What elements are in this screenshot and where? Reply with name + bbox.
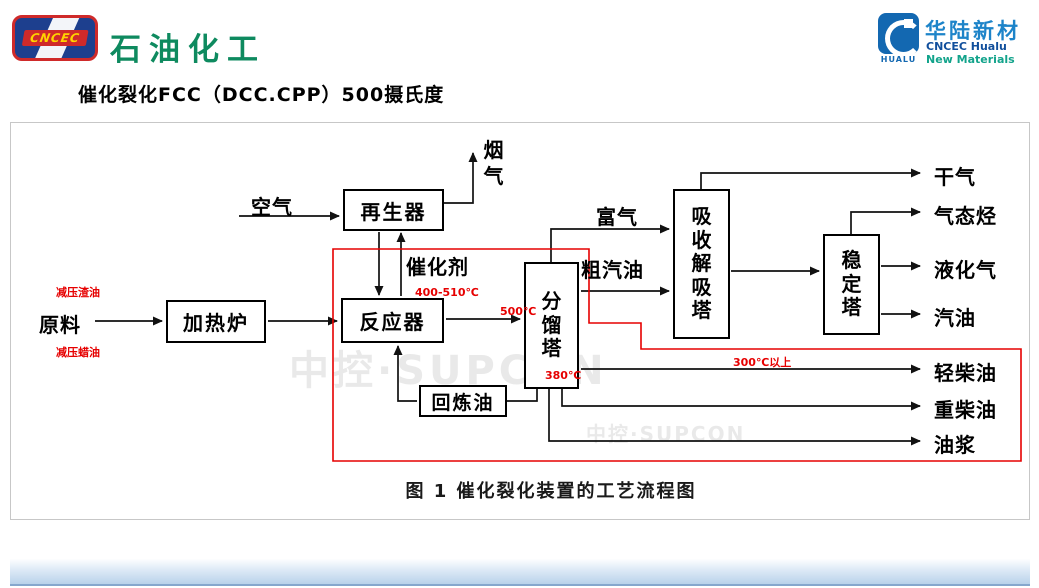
flue-gas-label: 烟气	[483, 138, 504, 188]
crude-gasoline-label: 粗汽油	[581, 258, 644, 282]
hualu-icon-caption: HUALU	[880, 55, 917, 64]
line-gaseous-hydrocarbon	[850, 207, 921, 234]
absorber-desorber-box: 吸收解吸塔	[673, 189, 730, 339]
recycle-oil-box: 回炼油	[419, 385, 507, 417]
reactor-box: 反应器	[341, 298, 444, 343]
stabilizer-box: 稳定塔	[823, 234, 880, 335]
reactor-label: 反应器	[359, 310, 426, 334]
regenerator-label: 再生器	[360, 199, 427, 224]
diagram-panel: 中控·SUPCON 中控·SUPCON	[10, 122, 1030, 520]
line-flue-gas	[444, 152, 478, 204]
frac-bottom-temp-note: 380℃	[545, 369, 582, 382]
watermark-supcon-small: 中控·SUPCON	[586, 422, 746, 446]
stabilizer-label: 稳定塔	[841, 248, 862, 320]
rich-gas-label: 富气	[596, 205, 638, 229]
line-rich-gas	[550, 224, 670, 262]
line-fractionator-to-recycle	[507, 389, 538, 402]
light-diesel-label: 轻柴油	[934, 361, 997, 385]
line-oil-slurry	[548, 389, 921, 446]
vacuum-residue-note: 减压渣油	[56, 286, 100, 299]
reactor-temp-note: 400-510℃	[415, 286, 479, 299]
catalyst-label: 催化剂	[406, 255, 469, 279]
hualu-brand-sub: New Materials	[926, 53, 1015, 66]
recycle-oil-label: 回炼油	[431, 391, 495, 414]
hualu-logo-icon	[878, 13, 922, 57]
heavy-diesel-label: 重柴油	[934, 398, 997, 422]
oil-slurry-label: 油浆	[934, 433, 976, 457]
fractionator-box: 分馏塔	[524, 262, 579, 389]
regenerator-box: 再生器	[343, 189, 444, 231]
furnace-label: 加热炉	[183, 311, 249, 335]
fractionator-label: 分馏塔	[541, 289, 562, 361]
absorber-desorber-label: 吸收解吸塔	[691, 204, 712, 323]
air-label: 空气	[251, 195, 293, 219]
lpg-label: 液化气	[934, 258, 997, 282]
hualu-brand-en: CNCEC Hualu	[926, 40, 1007, 53]
diesel-temp-note: 300℃以上	[733, 356, 792, 369]
dry-gas-label: 干气	[934, 165, 976, 189]
cncec-emblem-text: CNCEC	[21, 30, 89, 46]
feed-label: 原料	[39, 313, 81, 337]
petrochemical-brand-text: 石油化工	[110, 32, 266, 68]
cncec-emblem-icon: CNCEC	[12, 15, 98, 61]
footer-bar	[10, 559, 1030, 586]
line-dry-gas	[700, 168, 921, 189]
highlight-outline-red	[332, 248, 1022, 462]
furnace-box: 加热炉	[166, 300, 266, 343]
frac-inlet-temp-note: 500℃	[500, 305, 537, 318]
flow-lines-layer	[95, 152, 1022, 462]
slide-title: 催化裂化FCC（DCC.CPP）500摄氏度	[78, 84, 445, 106]
line-heavy-diesel	[561, 389, 921, 411]
hualu-brand-cn: 华陆新材	[925, 19, 1021, 43]
gaseous-hc-label: 气态烃	[934, 204, 997, 228]
gasoline-label: 汽油	[934, 306, 976, 330]
vacuum-wax-oil-note: 减压蜡油	[56, 346, 100, 359]
figure-caption: 图 1 催化裂化装置的工艺流程图	[405, 481, 697, 502]
arrow-recycle-to-reactor	[393, 345, 417, 402]
